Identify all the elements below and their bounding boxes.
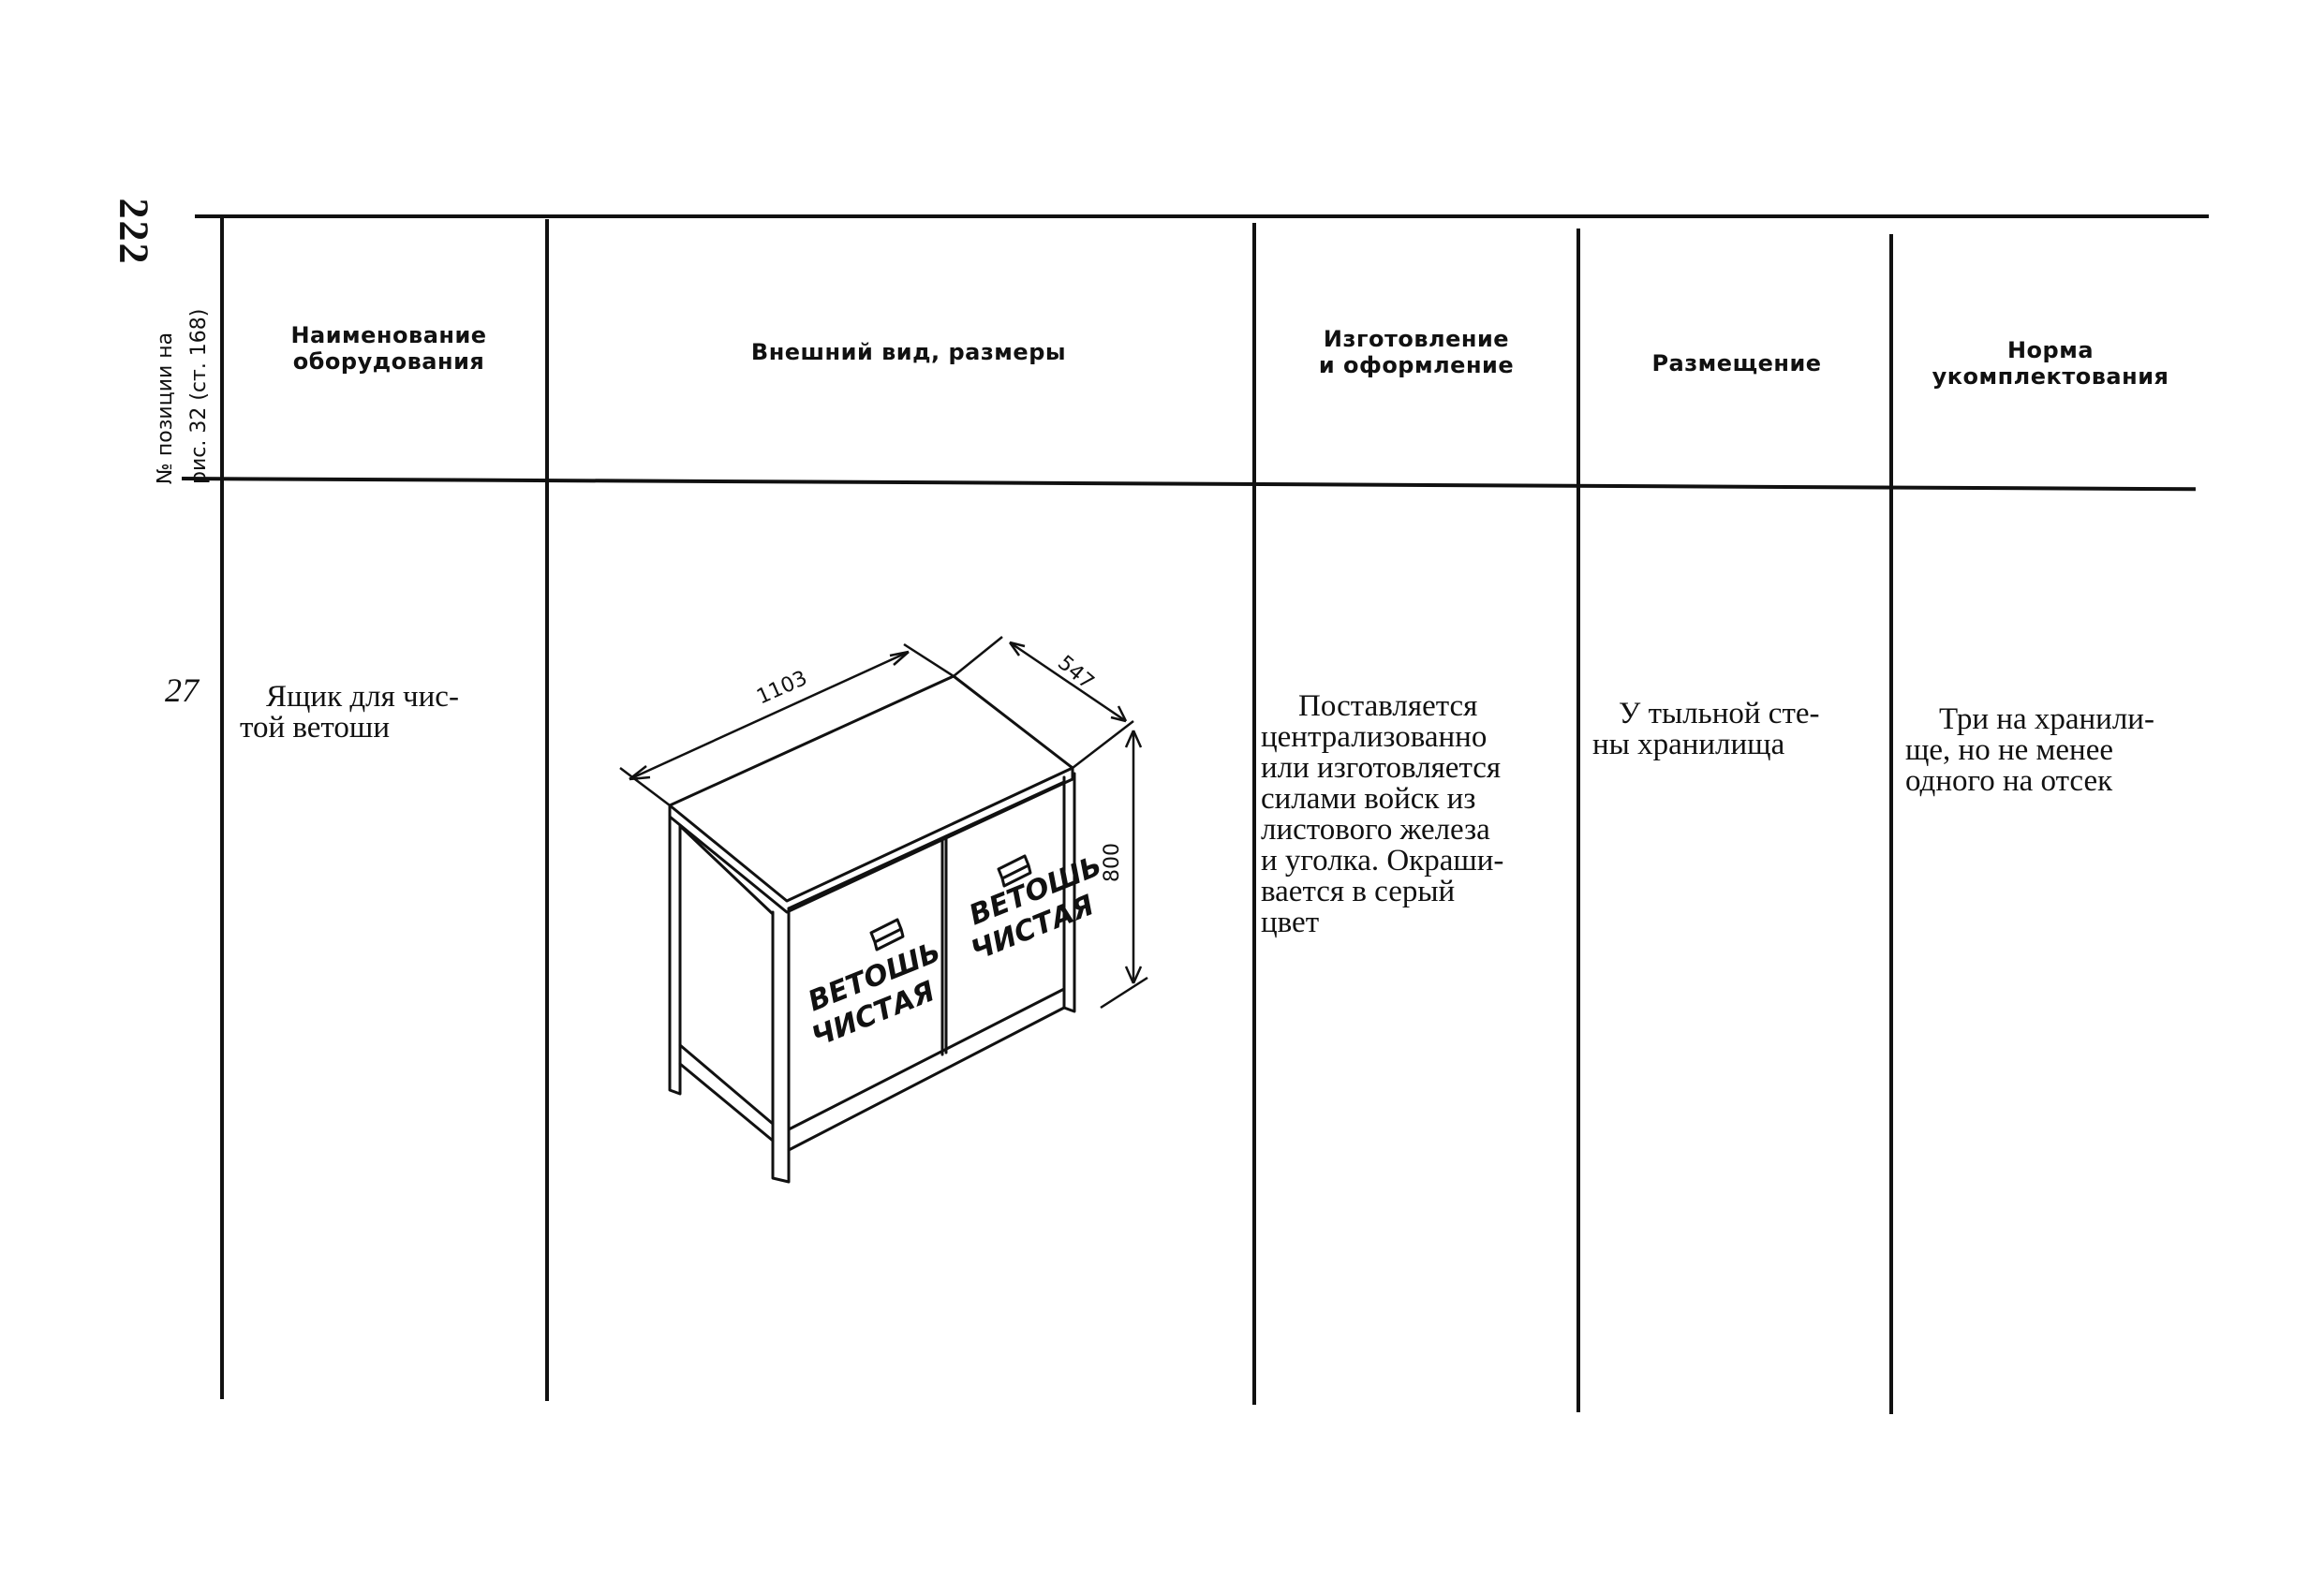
column-divider-3 (1252, 223, 1256, 1405)
column-divider-2 (545, 219, 549, 1401)
equipment-name-line-1: Ящик для чис- (266, 680, 459, 714)
header-name-line-1: Наименование (290, 322, 487, 348)
header-equipment-name: Наименование оборудования (234, 322, 543, 375)
norm-line-2: ще, но не менее (1905, 733, 2114, 767)
manufacture-line-5: листового железа (1261, 813, 1490, 847)
column-divider-4 (1576, 229, 1580, 1412)
manufacture-line-6: и уголка. Окраши- (1261, 844, 1504, 878)
table-top-rule (195, 214, 2209, 218)
header-norm: Норма укомплектования (1896, 337, 2205, 390)
manufacture-line-8: цвет (1261, 906, 1320, 939)
left-leg (668, 815, 682, 1096)
column-divider-5 (1889, 234, 1893, 1414)
header-norm-line-1: Норма (2006, 337, 2095, 363)
depth-dim-line (1009, 641, 1127, 723)
header-norm-line-2: укомплектования (1932, 363, 2169, 390)
front-leg (771, 907, 791, 1184)
header-manufacture-line-1: Изготовление (1323, 326, 1510, 352)
equipment-name-line-2: той ветоши (240, 711, 390, 745)
manufacture-line-4: силами войск из (1261, 782, 1476, 816)
row-number: 27 (165, 671, 199, 709)
header-bottom-rule (181, 477, 2196, 492)
norm-line-3: одного на отсек (1905, 764, 2113, 798)
header-view-line-1: Внешний вид, размеры (750, 339, 1067, 365)
header-placement-line-1: Размещение (1651, 350, 1822, 376)
manufacture-line-3: или изготовляется (1261, 751, 1502, 785)
header-position-number: № позиции на рис. 32 (ст. 168) (149, 175, 222, 484)
length-dim-line (629, 650, 910, 781)
column-divider-1 (220, 217, 224, 1399)
handle-right (997, 854, 1032, 888)
header-position-line-2: рис. 32 (ст. 168) (187, 308, 211, 484)
front-panel (787, 780, 1066, 1131)
dim-height-label: 800 (1101, 843, 1124, 882)
placement-text: У тыльной сте- ны хранилища (1592, 699, 1883, 760)
header-manufacture-line-2: и оформление (1318, 352, 1515, 378)
header-position-line-1: № позиции на (154, 332, 177, 484)
header-appearance: Внешний вид, размеры (562, 339, 1255, 365)
equipment-name: Ящик для чис- той ветоши (240, 682, 532, 744)
dim-length-label: 1103 (753, 667, 810, 710)
manufacture-line-2: централизованно (1261, 720, 1488, 754)
manufacture-line-7: вается в серый (1261, 875, 1456, 908)
handle-left (869, 918, 905, 951)
manufacture-line-1: Поставляется (1298, 689, 1478, 723)
header-manufacture: Изготовление и оформление (1257, 326, 1576, 378)
placement-line-1: У тыльной сте- (1619, 697, 1820, 730)
norm-text: Три на хранили- ще, но не менее одного н… (1905, 704, 2205, 797)
manufacture-text: Поставляется централизованно или изготов… (1261, 691, 1562, 938)
dim-depth-label: 547 (1053, 651, 1098, 694)
placement-line-2: ны хранилища (1592, 728, 1785, 761)
header-name-line-2: оборудования (292, 348, 485, 375)
header-placement: Размещение (1583, 350, 1890, 376)
rag-box-drawing: ВЕТОШЬ ЧИСТАЯ ВЕТОШЬ ЧИСТАЯ 1103 547 800 (619, 636, 1148, 1184)
norm-line-1: Три на хранили- (1939, 702, 2154, 736)
